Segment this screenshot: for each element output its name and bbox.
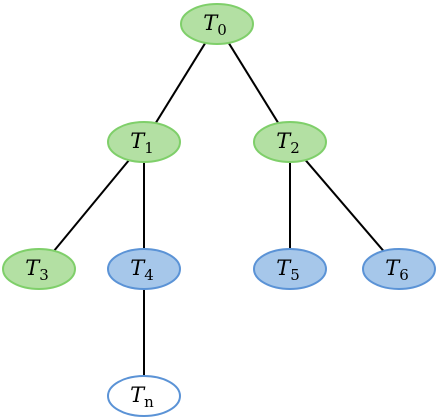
node-letter: T: [276, 129, 292, 153]
node-subscript: 1: [144, 139, 154, 157]
node-ellipse: [107, 121, 181, 163]
node-label: T1: [130, 129, 154, 157]
node-ellipse: [107, 248, 181, 290]
node-t1: T1: [107, 121, 181, 163]
node-label: T6: [385, 256, 409, 284]
node-subscript: 3: [39, 266, 49, 284]
node-ellipse: [253, 248, 327, 290]
edge-t0-t1: [154, 42, 207, 124]
node-letter: T: [385, 256, 401, 280]
node-subscript: n: [144, 393, 154, 411]
node-ellipse: [107, 375, 181, 417]
node-letter: T: [276, 256, 292, 280]
node-letter: T: [25, 256, 41, 280]
node-letter: T: [130, 383, 146, 407]
node-subscript: 6: [399, 266, 409, 284]
node-t4: T4: [107, 248, 181, 290]
node-t3: T3: [2, 248, 76, 290]
node-subscript: 2: [290, 139, 300, 157]
node-letter: T: [130, 129, 146, 153]
node-tn: Tn: [107, 375, 181, 417]
node-subscript: 0: [217, 21, 227, 39]
node-label: T2: [276, 129, 300, 157]
edge-t1-t3: [53, 159, 130, 252]
edges-layer: [53, 42, 385, 376]
node-subscript: 4: [144, 266, 154, 284]
node-t2: T2: [253, 121, 327, 163]
node-t6: T6: [362, 248, 436, 290]
node-subscript: 5: [290, 266, 300, 284]
node-letter: T: [130, 256, 146, 280]
node-t5: T5: [253, 248, 327, 290]
node-label: T4: [130, 256, 154, 284]
node-ellipse: [253, 121, 327, 163]
node-letter: T: [203, 11, 219, 35]
node-ellipse: [362, 248, 436, 290]
edge-t0-t2: [227, 42, 280, 124]
node-label: Tn: [130, 383, 154, 411]
node-label: T0: [203, 11, 227, 39]
edge-t2-t6: [304, 159, 385, 252]
node-ellipse: [180, 3, 254, 45]
node-label: T3: [25, 256, 49, 284]
node-t0: T0: [180, 3, 254, 45]
node-label: T5: [276, 256, 300, 284]
node-ellipse: [2, 248, 76, 290]
